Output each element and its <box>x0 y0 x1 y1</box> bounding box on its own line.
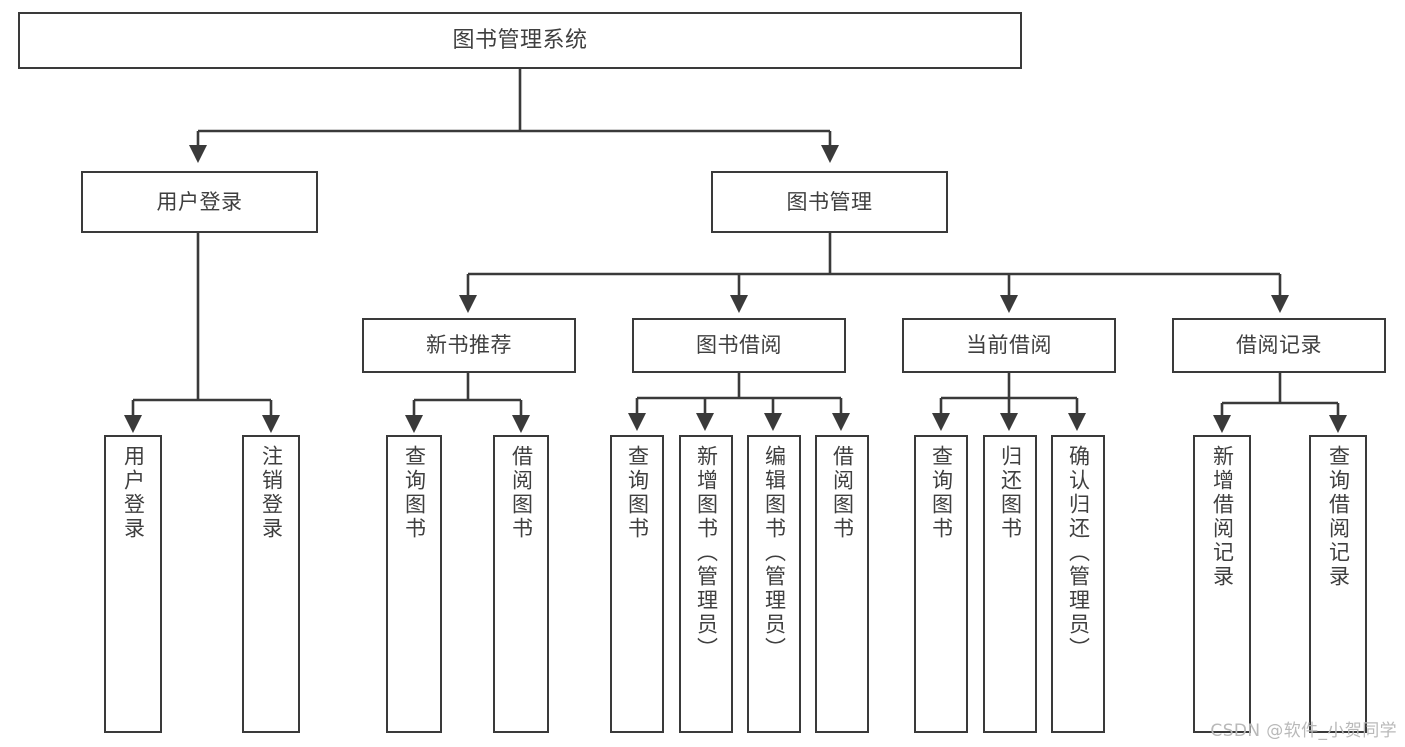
leaf-borrow-edit-book-admin[interactable]: 编辑图书（管理员） <box>747 435 801 733</box>
node-label: 查询图书 <box>625 445 650 541</box>
node-root-system[interactable]: 图书管理系统 <box>18 12 1022 69</box>
node-label: 新增借阅记录 <box>1210 445 1235 589</box>
node-label: 图书管理系统 <box>452 27 588 53</box>
node-label: 借阅图书 <box>830 445 855 541</box>
leaf-record-add-borrow-record[interactable]: 新增借阅记录 <box>1193 435 1251 733</box>
node-label: 图书借阅 <box>696 333 782 358</box>
node-user-login[interactable]: 用户登录 <box>81 171 318 233</box>
node-current-borrow[interactable]: 当前借阅 <box>902 318 1116 373</box>
leaf-borrow-borrow-book[interactable]: 借阅图书 <box>815 435 869 733</box>
leaf-current-confirm-return-admin[interactable]: 确认归还（管理员） <box>1051 435 1105 733</box>
node-label: 新增图书（管理员） <box>694 445 719 661</box>
node-label: 当前借阅 <box>966 333 1052 358</box>
node-label: 新书推荐 <box>426 333 512 358</box>
node-label: 注销登录 <box>259 445 284 541</box>
leaf-record-query-borrow-record[interactable]: 查询借阅记录 <box>1309 435 1367 733</box>
node-label: 归还图书 <box>998 445 1023 541</box>
node-label: 查询图书 <box>929 445 954 541</box>
node-label: 借阅记录 <box>1236 333 1322 358</box>
node-label: 确认归还（管理员） <box>1066 445 1091 661</box>
node-label: 查询图书 <box>402 445 427 541</box>
csdn-watermark: CSDN @软件_小贺同学 <box>1210 721 1397 741</box>
node-label: 查询借阅记录 <box>1326 445 1351 589</box>
leaf-recommend-query-book[interactable]: 查询图书 <box>386 435 442 733</box>
leaf-recommend-borrow-book[interactable]: 借阅图书 <box>493 435 549 733</box>
leaf-user-login-signout[interactable]: 注销登录 <box>242 435 300 733</box>
node-borrow-record[interactable]: 借阅记录 <box>1172 318 1386 373</box>
leaf-current-query-book[interactable]: 查询图书 <box>914 435 968 733</box>
node-book-borrow[interactable]: 图书借阅 <box>632 318 846 373</box>
leaf-user-login-signin[interactable]: 用户登录 <box>104 435 162 733</box>
node-new-book-recommend[interactable]: 新书推荐 <box>362 318 576 373</box>
node-label: 用户登录 <box>156 189 243 214</box>
node-label: 借阅图书 <box>509 445 534 541</box>
node-label: 用户登录 <box>121 445 146 541</box>
leaf-current-return-book[interactable]: 归还图书 <box>983 435 1037 733</box>
node-label: 编辑图书（管理员） <box>762 445 787 661</box>
node-book-management[interactable]: 图书管理 <box>711 171 948 233</box>
leaf-borrow-add-book-admin[interactable]: 新增图书（管理员） <box>679 435 733 733</box>
node-label: 图书管理 <box>786 189 873 214</box>
leaf-borrow-query-book[interactable]: 查询图书 <box>610 435 664 733</box>
